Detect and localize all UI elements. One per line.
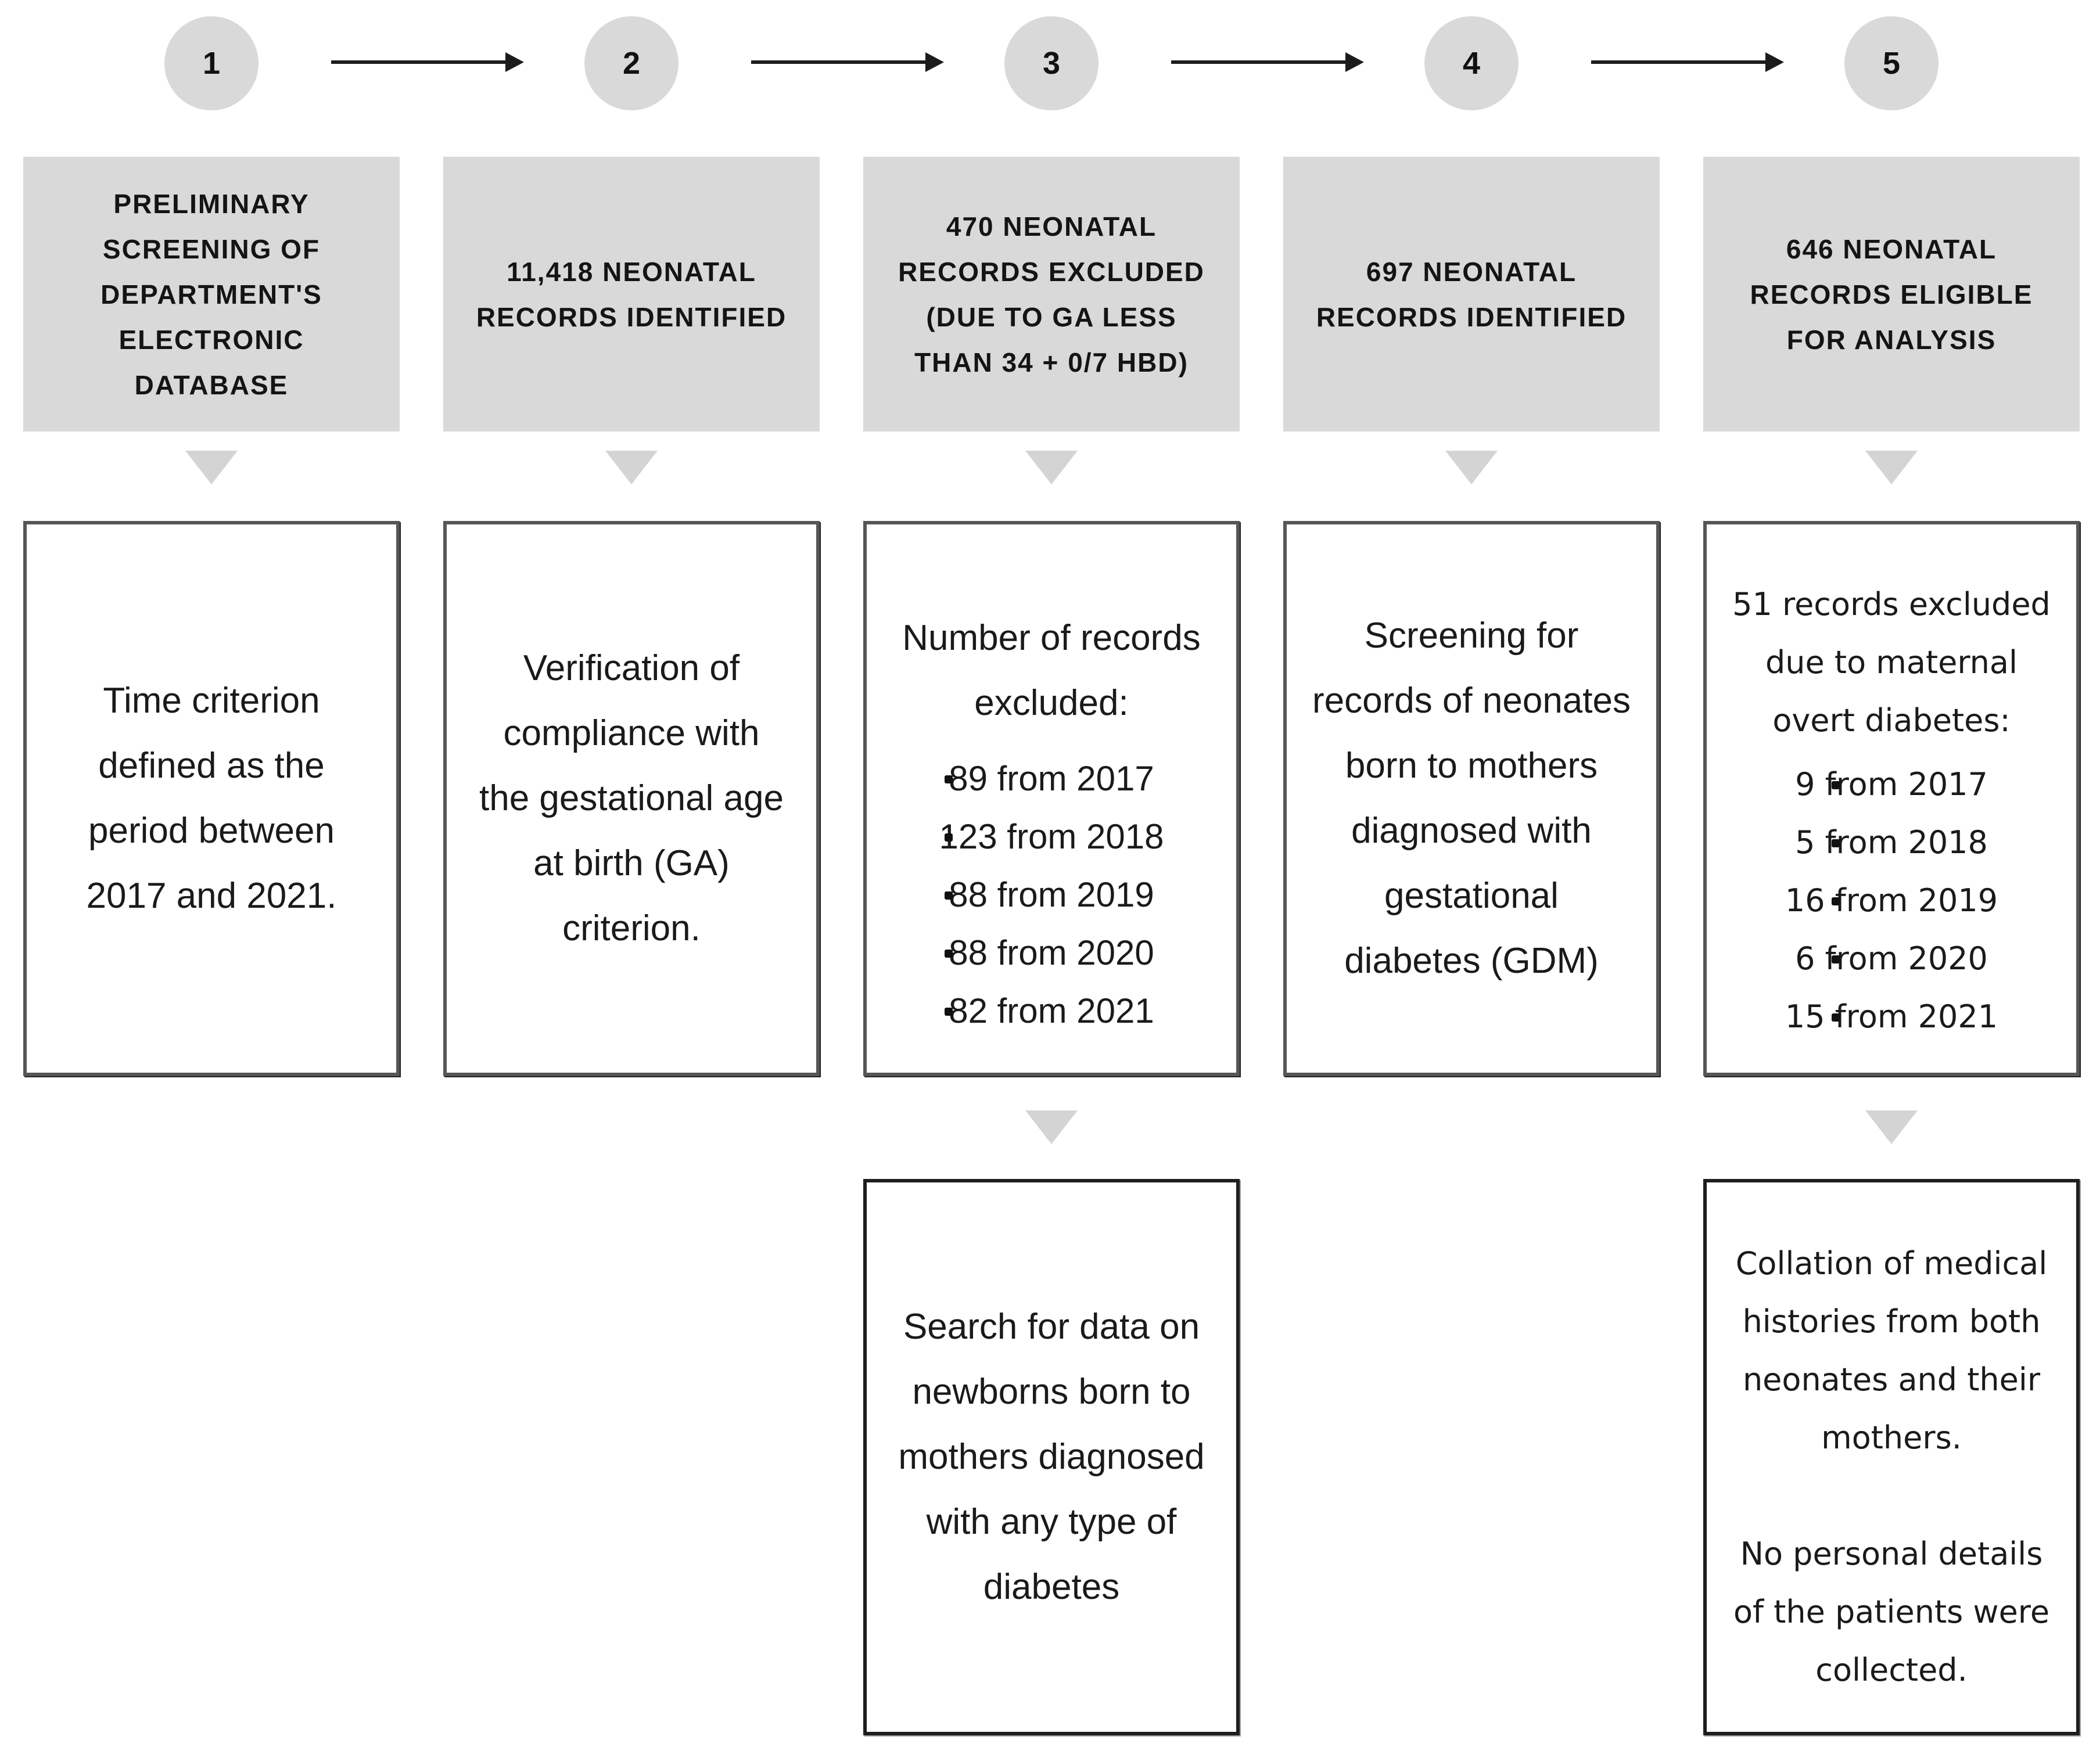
step-number: 1 [202, 46, 221, 81]
bullet-icon [945, 775, 953, 783]
step-circle-4: 4 [1424, 16, 1519, 110]
step-header-box-2: 11,418 NEONATAL RECORDS IDENTIFIED [443, 157, 820, 432]
list-item: 9 from 2017 [1707, 756, 2076, 814]
extra-detail-box-5: Collation of medical histories from both… [1703, 1179, 2080, 1735]
step-header-box-5: 646 NEONATAL RECORDS ELIGIBLE FOR ANALYS… [1703, 157, 2080, 432]
list-item: 123 from 2018 [867, 808, 1236, 866]
right-arrow-icon [1171, 52, 1364, 72]
detail-text: Screening for records of neonates born t… [1312, 616, 1631, 981]
bullet-icon [945, 950, 953, 958]
list-item: 15 from 2021 [1707, 988, 2076, 1046]
down-triangle-icon [1025, 1110, 1078, 1144]
bullet-text: 88 from 2020 [949, 933, 1154, 972]
detail-box-5: 51 records excluded due to maternal over… [1703, 521, 2080, 1076]
list-item: 16 from 2019 [1707, 872, 2076, 930]
step-header-text: 697 NEONATAL RECORDS IDENTIFIED [1316, 256, 1627, 332]
detail-text: Verification of compliance with the gest… [479, 648, 784, 948]
down-triangle-icon [1445, 451, 1498, 484]
detail-text: Search for data on newborns born to moth… [898, 1307, 1205, 1607]
list-item: 82 from 2021 [867, 982, 1236, 1040]
bullet-icon [1832, 781, 1840, 789]
detail-box-2: Verification of compliance with the gest… [443, 521, 820, 1076]
right-arrow-icon [751, 52, 944, 72]
bullet-icon [1832, 955, 1840, 963]
list-item: 5 from 2018 [1707, 814, 2076, 872]
detail-box-1: Time criterion defined as the period bet… [23, 521, 400, 1076]
step-number: 4 [1462, 46, 1481, 81]
bullet-text: 16 from 2019 [1785, 882, 1998, 919]
bullet-icon [945, 833, 953, 842]
step-number: 2 [622, 46, 641, 81]
bullet-text: 6 from 2020 [1795, 940, 1988, 977]
detail-text: Time criterion defined as the period bet… [86, 681, 337, 916]
detail-box-4: Screening for records of neonates born t… [1283, 521, 1660, 1076]
step-header-box-3: 470 NEONATAL RECORDS EXCLUDED (DUE TO GA… [863, 157, 1240, 432]
detail-heading: Number of records excluded: [902, 618, 1201, 723]
step-header-text: 470 NEONATAL RECORDS EXCLUDED (DUE TO GA… [898, 211, 1205, 377]
step-circle-2: 2 [584, 16, 679, 110]
step-header-box-4: 697 NEONATAL RECORDS IDENTIFIED [1283, 157, 1660, 432]
bullet-text: 15 from 2021 [1785, 998, 1998, 1035]
list-item: 6 from 2020 [1707, 930, 2076, 988]
bullet-icon [945, 891, 953, 900]
step-header-text: PRELIMINARY SCREENING OF DEPARTMENT'S EL… [100, 188, 322, 400]
step-header-text: 646 NEONATAL RECORDS ELIGIBLE FOR ANALYS… [1750, 233, 2033, 355]
list-item: 89 from 2017 [867, 750, 1236, 808]
extra-detail-box-3: Search for data on newborns born to moth… [863, 1179, 1240, 1735]
right-arrow-icon [331, 52, 524, 72]
list-item: 88 from 2019 [867, 866, 1236, 924]
bullet-text: 88 from 2019 [949, 875, 1154, 914]
bullet-icon [1832, 1013, 1840, 1022]
bullet-text: 82 from 2021 [949, 991, 1154, 1030]
down-triangle-icon [1865, 1110, 1918, 1144]
step-circle-1: 1 [164, 16, 259, 110]
bullet-text: 89 from 2017 [949, 759, 1154, 798]
bullet-text: 9 from 2017 [1795, 766, 1988, 803]
step-circle-5: 5 [1844, 16, 1939, 110]
down-triangle-icon [1865, 451, 1918, 484]
down-triangle-icon [185, 451, 238, 484]
detail-text: Collation of medical histories from both… [1733, 1245, 2050, 1688]
detail-heading: 51 records excluded due to maternal over… [1732, 586, 2051, 739]
bullet-icon [1832, 839, 1840, 847]
step-header-box-1: PRELIMINARY SCREENING OF DEPARTMENT'S EL… [23, 157, 400, 432]
step-circle-3: 3 [1004, 16, 1099, 110]
step-number: 5 [1882, 46, 1901, 81]
step-header-text: 11,418 NEONATAL RECORDS IDENTIFIED [476, 256, 787, 332]
bullet-text: 5 from 2018 [1795, 824, 1988, 861]
step-number: 3 [1042, 46, 1061, 81]
right-arrow-icon [1591, 52, 1784, 72]
down-triangle-icon [1025, 451, 1078, 484]
detail-box-3: Number of records excluded: 89 from 2017… [863, 521, 1240, 1076]
list-item: 88 from 2020 [867, 924, 1236, 982]
down-triangle-icon [605, 451, 658, 484]
bullet-icon [1832, 897, 1840, 905]
bullet-text: 123 from 2018 [939, 817, 1164, 856]
bullet-icon [945, 1008, 953, 1016]
